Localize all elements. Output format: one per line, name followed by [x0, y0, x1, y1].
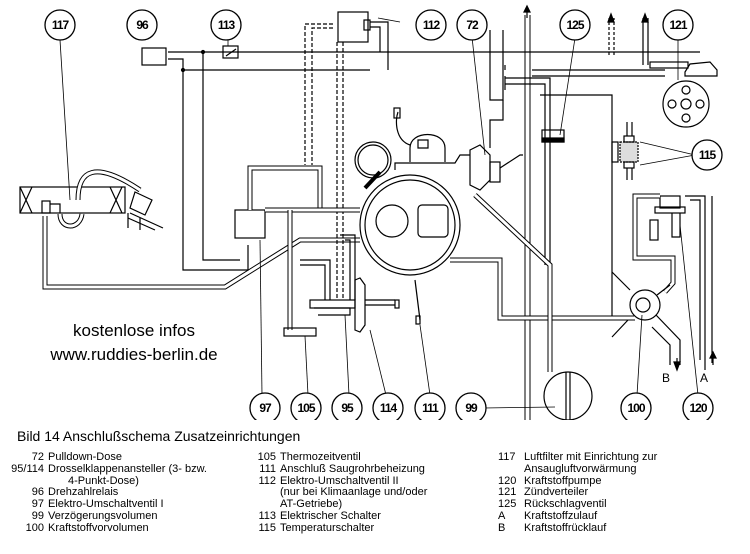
- connection-schematic: 117 96 113 112 72 125 121 115 97 105 95 …: [19, 4, 723, 420]
- legend-item: AT-Getriebe): [280, 498, 343, 511]
- svg-text:125: 125: [566, 18, 584, 32]
- svg-text:100: 100: [627, 401, 645, 415]
- callout-105: 105: [290, 392, 322, 420]
- svg-text:72: 72: [466, 18, 479, 32]
- flow-label-b: B: [662, 371, 670, 385]
- callout-96: 96: [126, 9, 158, 41]
- callout-72: 72: [456, 9, 488, 41]
- temperature-switch-115: [611, 122, 639, 180]
- svg-text:117: 117: [52, 18, 70, 32]
- callout-97: 97: [249, 392, 281, 420]
- legend-item: (nur bei Klimaanlage und/oder: [280, 486, 428, 499]
- legend-item: 4-Punkt-Dose): [68, 474, 139, 487]
- callout-120: 120: [682, 392, 714, 420]
- svg-text:114: 114: [380, 401, 398, 415]
- callout-115: 115: [691, 139, 723, 171]
- svg-text:120: 120: [689, 401, 707, 415]
- callout-121: 121: [662, 9, 694, 41]
- callout-117: 117: [44, 9, 76, 41]
- electro-valve-97: [234, 209, 266, 239]
- svg-text:115: 115: [699, 148, 717, 162]
- svg-text:112: 112: [423, 18, 441, 32]
- svg-text:105: 105: [297, 401, 315, 415]
- svg-text:99: 99: [465, 401, 478, 415]
- figure-title: Bild 14 Anschlußschema Zusatzeinrichtung…: [17, 428, 301, 444]
- throttle-actuator-95-114: [300, 234, 400, 333]
- watermark: kostenlose infos www.ruddies-berlin.de: [34, 319, 234, 367]
- pulldown-box-72: [469, 144, 491, 191]
- distributor-121: [649, 61, 718, 128]
- thermo-time-valve-105: [283, 327, 317, 337]
- electric-switch-113: [222, 45, 239, 59]
- callouts: 117 96 113 112 72 125 121 115 97 105 95 …: [44, 9, 723, 420]
- air-filter-117: [19, 169, 164, 231]
- svg-text:96: 96: [136, 18, 149, 32]
- callout-125: 125: [559, 9, 591, 41]
- svg-text:95: 95: [341, 401, 354, 415]
- carburettor: [354, 107, 470, 276]
- callout-114: 114: [372, 392, 404, 420]
- svg-text:97: 97: [259, 401, 272, 415]
- fuel-prevolume-100: [611, 271, 681, 372]
- svg-text:111: 111: [422, 401, 439, 415]
- watermark-line1: kostenlose infos: [73, 321, 195, 340]
- legend-item: Ansaugluftvorwärmung: [524, 462, 637, 475]
- callout-99: 99: [455, 392, 487, 420]
- callout-95: 95: [331, 392, 363, 420]
- callout-113: 113: [210, 9, 242, 41]
- callout-112: 112: [415, 9, 447, 41]
- electro-valve-112: [337, 11, 369, 43]
- delay-volume-99: [543, 371, 593, 420]
- fuel-pump-120: [632, 193, 717, 370]
- callout-100: 100: [620, 392, 652, 420]
- svg-text:121: 121: [669, 18, 687, 32]
- callout-111: 111: [414, 392, 446, 420]
- leader-117: [59, 39, 71, 201]
- flow-label-a: A: [700, 371, 708, 385]
- speed-relay-96: [141, 47, 167, 66]
- svg-text:113: 113: [218, 18, 236, 32]
- watermark-line2: www.ruddies-berlin.de: [50, 345, 218, 364]
